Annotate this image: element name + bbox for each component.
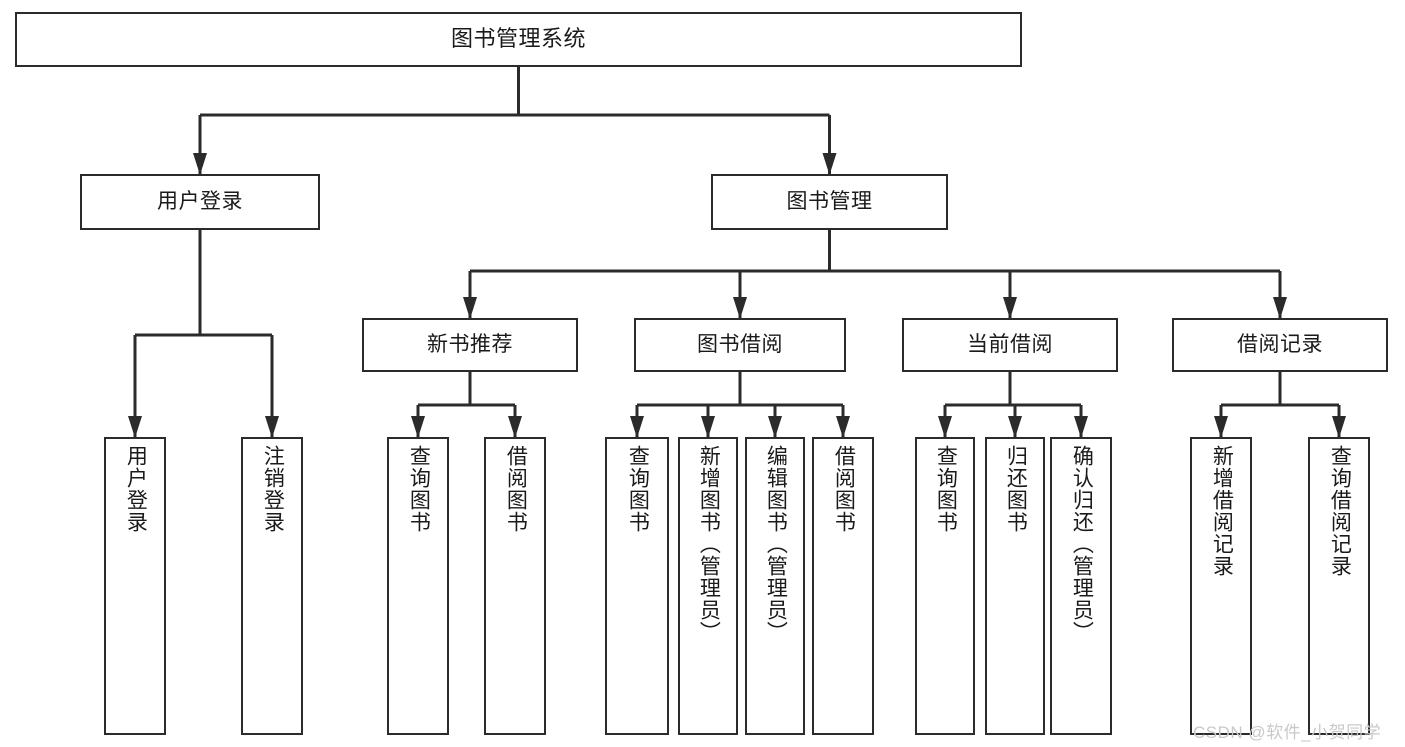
node-leaf-rec-query[interactable]: 查询图书 bbox=[387, 437, 449, 735]
node-book-borrow[interactable]: 图书借阅 bbox=[634, 318, 846, 372]
node-label: 编辑图书（管理员） bbox=[764, 445, 788, 643]
arrow-icon-book_manage-0 bbox=[463, 297, 477, 319]
node-label: 图书借阅 bbox=[697, 333, 783, 357]
node-current-borrow[interactable]: 当前借阅 bbox=[902, 318, 1118, 372]
node-leaf-rec-borrow[interactable]: 借阅图书 bbox=[484, 437, 546, 735]
node-label: 归还图书 bbox=[1004, 445, 1028, 533]
arrow-icon-borrow_record-0 bbox=[1214, 416, 1228, 438]
node-label: 查询图书 bbox=[626, 445, 650, 533]
node-label: 借阅图书 bbox=[504, 445, 528, 533]
node-label: 当前借阅 bbox=[967, 333, 1053, 357]
node-leaf-bb-query[interactable]: 查询图书 bbox=[605, 437, 669, 735]
node-leaf-logout[interactable]: 注销登录 bbox=[241, 437, 303, 735]
arrow-icon-book_borrow-3 bbox=[836, 416, 850, 438]
arrow-icon-book_borrow-0 bbox=[630, 416, 644, 438]
node-label: 注销登录 bbox=[261, 445, 285, 533]
node-label: 新增图书（管理员） bbox=[697, 445, 721, 643]
node-leaf-bb-borrow[interactable]: 借阅图书 bbox=[812, 437, 874, 735]
node-label: 新增借阅记录 bbox=[1210, 445, 1234, 577]
arrow-icon-user_login-0 bbox=[128, 416, 142, 438]
csdn-watermark: CSDN @软件_小贺同学 bbox=[1193, 723, 1382, 742]
arrow-icon-new_book_rec-0 bbox=[411, 416, 425, 438]
node-user-login[interactable]: 用户登录 bbox=[80, 174, 320, 230]
arrow-icon-current_borrow-1 bbox=[1008, 416, 1022, 438]
arrow-icon-current_borrow-0 bbox=[938, 416, 952, 438]
node-leaf-user-login[interactable]: 用户登录 bbox=[104, 437, 166, 735]
node-label: 新书推荐 bbox=[427, 333, 513, 357]
node-leaf-br-query[interactable]: 查询借阅记录 bbox=[1308, 437, 1370, 735]
node-leaf-bb-edit[interactable]: 编辑图书（管理员） bbox=[745, 437, 805, 735]
arrow-icon-new_book_rec-1 bbox=[508, 416, 522, 438]
node-label: 用户登录 bbox=[124, 445, 148, 533]
node-leaf-br-add[interactable]: 新增借阅记录 bbox=[1190, 437, 1252, 735]
arrow-icon-user_login-1 bbox=[265, 416, 279, 438]
arrow-icon-book_manage-3 bbox=[1273, 297, 1287, 319]
arrow-icon-book_borrow-2 bbox=[768, 416, 782, 438]
arrow-icon-book_borrow-1 bbox=[701, 416, 715, 438]
node-label: 用户登录 bbox=[157, 190, 243, 214]
node-label: 借阅记录 bbox=[1237, 333, 1323, 357]
arrow-icon-book_manage-1 bbox=[733, 297, 747, 319]
node-leaf-bb-add[interactable]: 新增图书（管理员） bbox=[678, 437, 738, 735]
node-label: 图书管理 bbox=[786, 190, 873, 214]
node-leaf-cb-query[interactable]: 查询图书 bbox=[915, 437, 975, 735]
arrow-icon-root-1 bbox=[822, 153, 837, 175]
node-label: 图书管理系统 bbox=[450, 26, 586, 52]
node-label: 查询图书 bbox=[934, 445, 958, 533]
node-root[interactable]: 图书管理系统 bbox=[15, 12, 1022, 67]
node-label: 借阅图书 bbox=[832, 445, 856, 533]
node-book-manage[interactable]: 图书管理 bbox=[711, 174, 948, 230]
node-leaf-cb-confirm[interactable]: 确认归还（管理员） bbox=[1050, 437, 1112, 735]
arrow-icon-root-0 bbox=[193, 153, 207, 175]
node-new-book-rec[interactable]: 新书推荐 bbox=[362, 318, 578, 372]
arrow-icon-book_manage-2 bbox=[1003, 297, 1017, 319]
node-label: 查询借阅记录 bbox=[1328, 445, 1352, 577]
node-borrow-record[interactable]: 借阅记录 bbox=[1172, 318, 1388, 372]
arrow-icon-borrow_record-1 bbox=[1332, 416, 1346, 438]
node-leaf-cb-return[interactable]: 归还图书 bbox=[985, 437, 1045, 735]
arrow-icon-current_borrow-2 bbox=[1074, 416, 1088, 438]
node-label: 查询图书 bbox=[407, 445, 431, 533]
node-label: 确认归还（管理员） bbox=[1070, 445, 1094, 643]
